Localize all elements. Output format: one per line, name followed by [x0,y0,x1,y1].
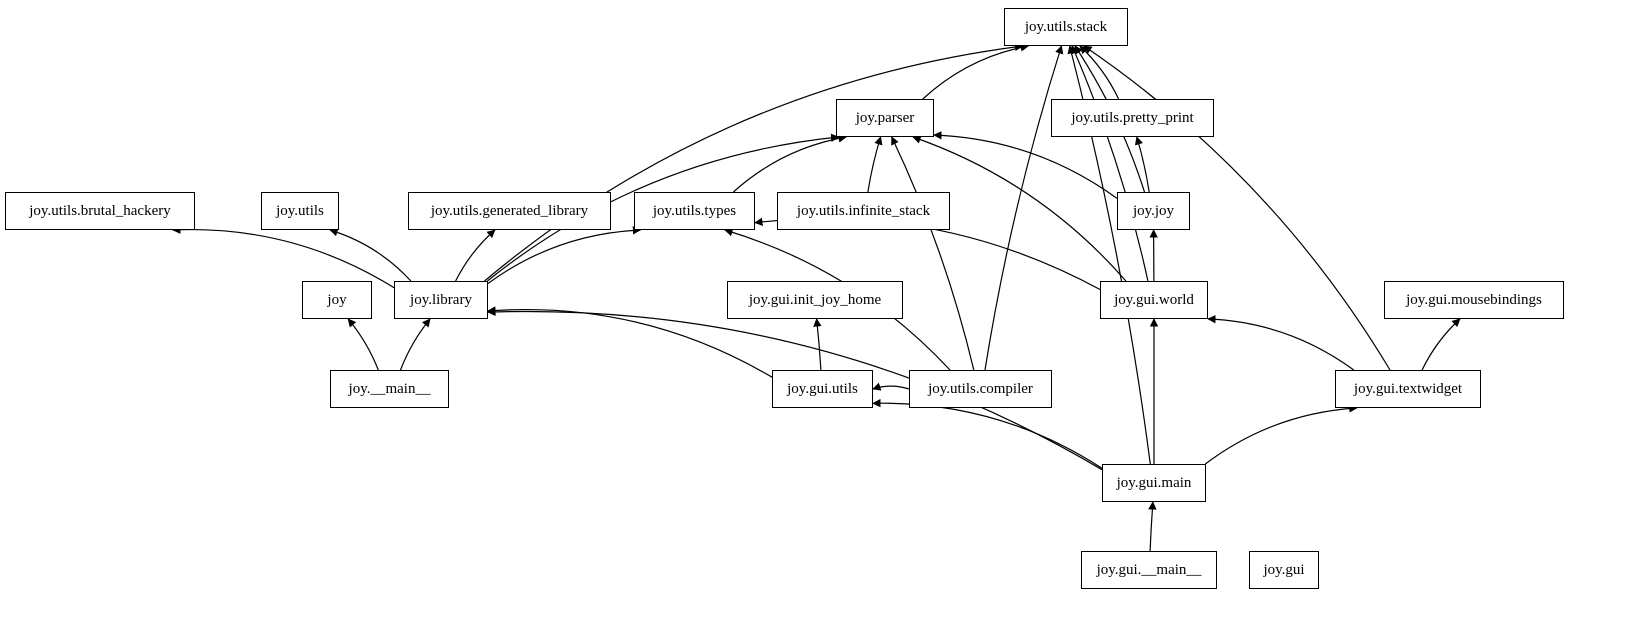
node-joy[interactable]: joy [302,281,372,319]
node-label: joy.gui.textwidget [1353,380,1463,397]
edge-joy-gui-main--to-joy-gui-main [1148,501,1157,552]
node-label: joy.utils.brutal_hackery [29,202,171,219]
node-joy-joy[interactable]: joy.joy [1117,192,1190,230]
edge-joy-library-to-joy-utils-generated-library [455,229,496,282]
node-joy-gui-init-joy-home[interactable]: joy.gui.init_joy_home [727,281,903,319]
edge-joy-gui-textwidget-to-joy-gui-mousebindings [1421,318,1461,371]
node-joy-library[interactable]: joy.library [394,281,488,319]
edge-joy-joy-to-joy-parser [933,131,1118,199]
edge-joy-library-to-joy-utils [329,228,412,282]
node-label: joy [327,291,347,308]
node-joy-gui-textwidget[interactable]: joy.gui.textwidget [1335,370,1481,408]
edge-joy-library-to-joy-utils-stack [484,42,1024,282]
node-label: joy.gui.mousebindings [1406,291,1542,308]
node-joy-utils-generated-library[interactable]: joy.utils.generated_library [408,192,611,230]
node-label: joy.gui.utils [787,380,858,397]
node-joy-gui-mousebindings[interactable]: joy.gui.mousebindings [1384,281,1564,319]
node-label: joy.utils.stack [1024,18,1108,35]
edge-joy-gui-world-to-joy-parser [912,135,1127,282]
node-label: joy.gui.main [1116,474,1192,491]
edge-joy-gui-main-to-joy-gui-textwidget [1204,404,1358,465]
edge-joy-gui-utils-to-joy-gui-init-joy-home [813,318,822,371]
node-joy-utils-brutal-hackery[interactable]: joy.utils.brutal_hackery [5,192,195,230]
node-joy-gui-main[interactable]: joy.gui.main [1102,464,1206,502]
node-joy-gui[interactable]: joy.gui [1249,551,1319,589]
edge-joy-gui-main-to-joy-gui-utils [872,398,1103,469]
node-label: joy.gui.world [1114,291,1194,308]
node-label: joy.utils.types [652,202,737,219]
node-joy-gui-world[interactable]: joy.gui.world [1100,281,1208,319]
edge-joy-gui-textwidget-to-joy-gui-world [1207,315,1355,371]
node-joy-utils-stack[interactable]: joy.utils.stack [1004,8,1128,46]
node-label: joy.utils.compiler [928,380,1033,397]
edge-joy-gui-utils-to-joy-library [487,306,773,378]
node-label: joy.gui.init_joy_home [748,291,882,308]
node-joy-utils-types[interactable]: joy.utils.types [634,192,755,230]
node-label: joy.utils.infinite_stack [796,202,931,219]
node-label: joy.joy [1132,202,1175,219]
edge-joy-utils-compiler-to-joy-gui-utils [872,382,910,391]
edge-joy-gui-world-to-joy-utils-stack [1071,45,1149,282]
node-joy-utils[interactable]: joy.utils [261,192,339,230]
edge-joy-utils-compiler-to-joy-utils-stack [984,45,1064,371]
edge-joy-gui-main-to-joy-library [487,307,1103,471]
edge-joy-utils-pretty-print-to-joy-utils-stack [1079,45,1120,100]
edge-joy-joy-to-joy-utils-pretty-print [1134,136,1150,193]
node-label: joy.__main__ [348,380,431,397]
node-label: joy.utils.pretty_print [1071,109,1194,126]
edge-joy-library-to-joy-parser [487,133,840,282]
node-joy-gui-main[interactable]: joy.gui.__main__ [1081,551,1217,589]
node-joy-gui-utils[interactable]: joy.gui.utils [772,370,873,408]
node-label: joy.utils.generated_library [430,202,589,219]
edge-joy-utils-compiler-to-joy-parser [891,136,975,371]
node-joy-utils-infinite-stack[interactable]: joy.utils.infinite_stack [777,192,950,230]
edge-joy-gui-textwidget-to-joy-utils-stack [1083,45,1391,371]
node-label: joy.utils [276,202,324,219]
edge-joy-main--to-joy-library [399,318,431,371]
node-label: joy.gui.__main__ [1096,561,1202,578]
edge-joy-library-to-joy-utils-brutal-hackery [171,225,395,289]
node-label: joy.library [410,291,472,308]
node-joy-utils-compiler[interactable]: joy.utils.compiler [909,370,1052,408]
node-label: joy.gui [1263,561,1305,578]
node-label: joy.parser [855,109,915,126]
node-joy-utils-pretty-print[interactable]: joy.utils.pretty_print [1051,99,1214,137]
edge-joy-library-to-joy-utils-types [487,226,642,284]
node-joy-main[interactable]: joy.__main__ [330,370,449,408]
edge-joy-main--to-joy [347,318,379,371]
edge-joy-utils-types-to-joy-parser [732,134,847,193]
node-joy-parser[interactable]: joy.parser [836,99,934,137]
edge-joy-parser-to-joy-utils-stack [922,43,1030,100]
edge-joy-utils-infinite-stack-to-joy-parser [867,136,883,193]
